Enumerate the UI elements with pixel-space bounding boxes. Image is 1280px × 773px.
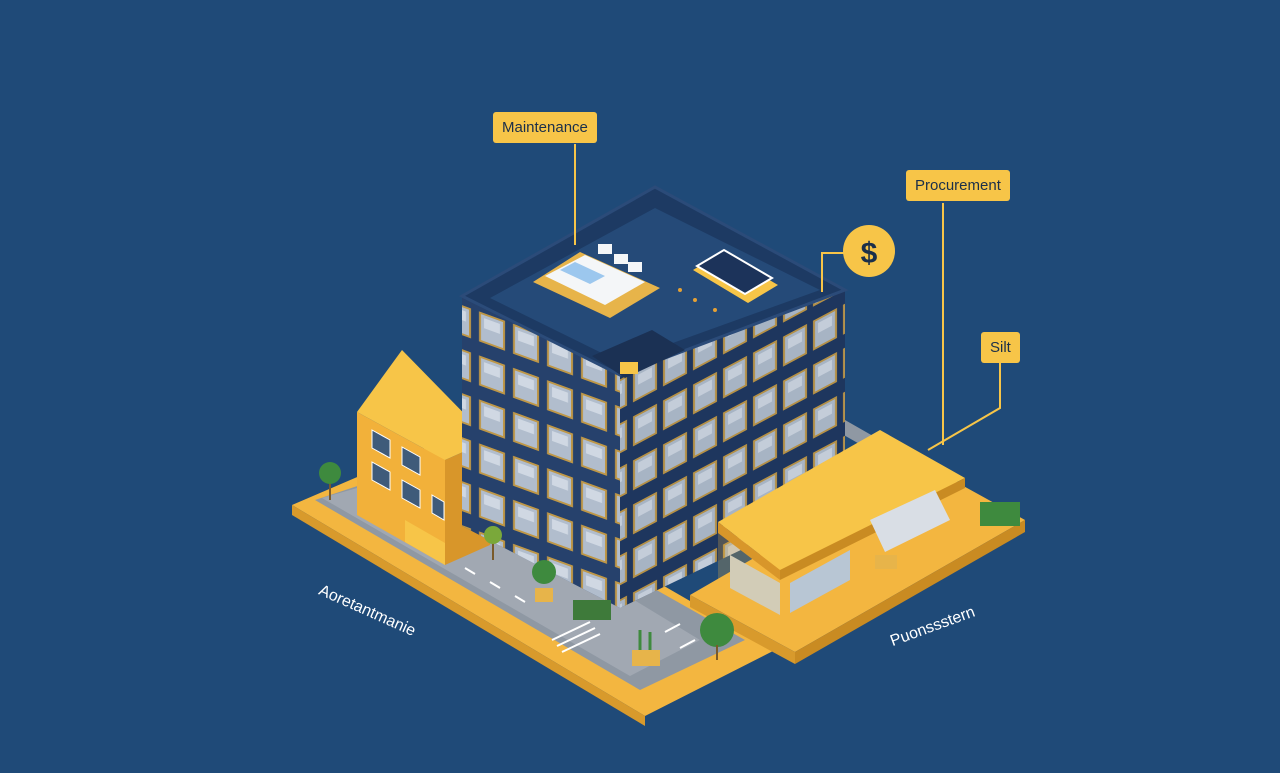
rooftop-units	[533, 244, 778, 318]
equipment	[870, 490, 950, 552]
pavilion-roof	[718, 430, 965, 570]
callout-silt: Silt	[981, 332, 1020, 363]
main-tower	[458, 185, 849, 608]
callout-procurement: Procurement	[906, 170, 1010, 201]
right-pavilion	[718, 430, 965, 618]
dollar-coin-icon: $	[843, 225, 895, 277]
left-orange-building	[357, 350, 490, 565]
callout-maintenance: Maintenance	[493, 112, 597, 143]
stairwell-light	[620, 362, 638, 374]
tree-icon	[319, 462, 1020, 666]
solar-panel-icon	[695, 248, 774, 296]
road-markings	[464, 567, 696, 653]
leader-lines	[574, 144, 1001, 451]
coin-symbol: $	[861, 237, 878, 270]
roof-stairwell	[592, 330, 685, 378]
